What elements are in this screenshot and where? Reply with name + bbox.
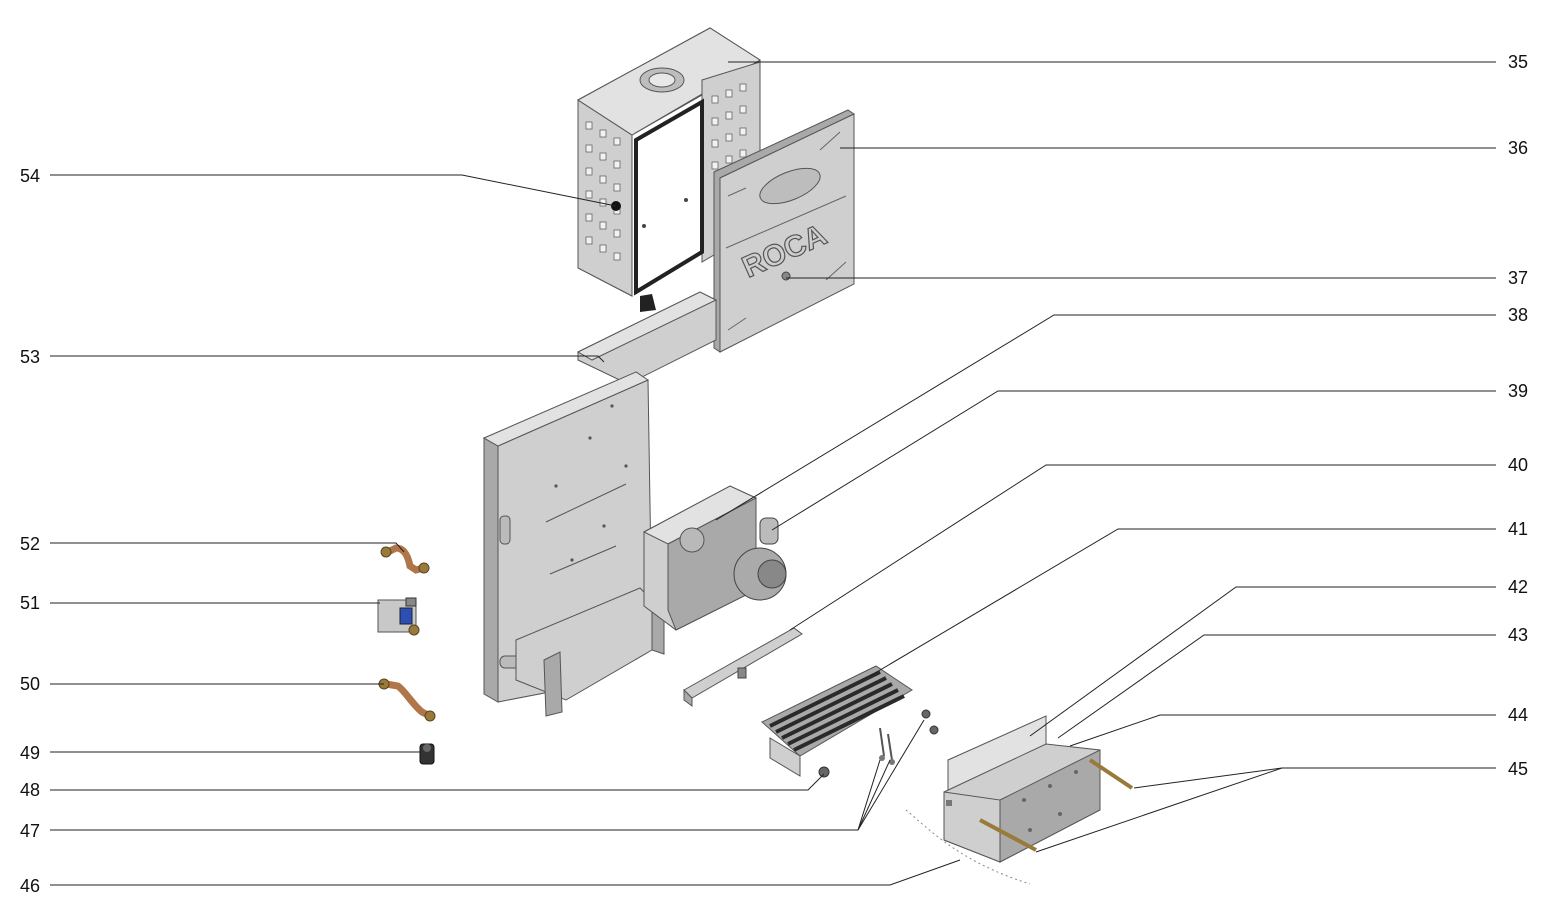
- callout-53: 53: [20, 347, 40, 367]
- part-nut: [818, 766, 830, 778]
- callout-45: 45: [1508, 759, 1528, 779]
- part-copper-pipe-lower: [378, 678, 436, 722]
- callout-50: 50: [20, 674, 40, 694]
- part-copper-pipe-upper: [380, 544, 430, 574]
- part-gasket-outline: [905, 809, 1031, 885]
- leader-lines: [50, 61, 1496, 886]
- part-burner: [761, 665, 939, 777]
- part-fan-assembly: [642, 485, 787, 631]
- callout-38: 38: [1508, 305, 1528, 325]
- callout-44: 44: [1508, 705, 1528, 725]
- callout-51: 51: [20, 593, 40, 613]
- callout-46: 46: [20, 876, 40, 896]
- callout-48: 48: [20, 780, 40, 800]
- callout-39: 39: [1508, 381, 1528, 401]
- callout-43: 43: [1508, 625, 1528, 645]
- callout-labels: 35 36 37 38 39 40 41 42 43 44 45 46 47 4…: [20, 52, 1528, 896]
- part-tap: [419, 743, 435, 765]
- callout-41: 41: [1508, 519, 1528, 539]
- part-front-panel: ROCA: [713, 109, 856, 353]
- part-bottom-plate: [576, 291, 718, 385]
- callout-47: 47: [20, 821, 40, 841]
- part-electrodes: [879, 727, 895, 765]
- callout-35: 35: [1508, 52, 1528, 72]
- callout-49: 49: [20, 743, 40, 763]
- part-combustion-chamber: [943, 715, 1134, 863]
- callout-36: 36: [1508, 138, 1528, 158]
- callout-52: 52: [20, 534, 40, 554]
- callout-42: 42: [1508, 577, 1528, 597]
- callout-37: 37: [1508, 268, 1528, 288]
- callout-40: 40: [1508, 455, 1528, 475]
- part-gas-valve: [377, 597, 420, 636]
- part-manifold-bar: [683, 627, 803, 707]
- part-casing-top-box: [577, 27, 761, 297]
- callout-54: 54: [20, 166, 40, 186]
- part-main-chassis: [482, 371, 665, 717]
